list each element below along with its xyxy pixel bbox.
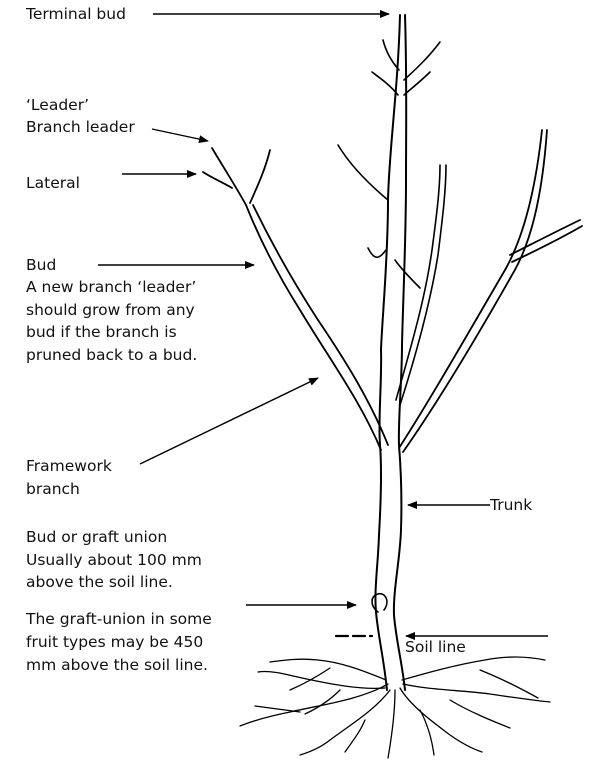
label-bud-note-1: A new branch ‘leader’ [26, 276, 196, 299]
label-graft-union-3: above the soil line. [26, 571, 173, 594]
left-framework-branch [203, 148, 388, 450]
label-graft-note-3: mm above the soil line. [26, 654, 208, 677]
arrow-branch-leader [152, 129, 208, 141]
arrow-framework-branch [140, 378, 318, 464]
label-soil-line: Soil line [405, 636, 466, 659]
label-leader-quote: ‘Leader’ [26, 94, 89, 117]
label-graft-note-2: fruit types may be 450 [26, 631, 203, 654]
label-bud-note-3: bud if the branch is [26, 321, 177, 344]
label-framework-2: branch [26, 478, 80, 501]
tree-illustration [203, 15, 582, 758]
label-graft-note-1: The graft-union in some [26, 608, 212, 631]
label-trunk: Trunk [490, 494, 532, 517]
label-terminal-bud: Terminal bud [26, 3, 126, 26]
right-framework-branch [399, 130, 582, 452]
label-graft-union-1: Bud or graft union [26, 526, 167, 549]
label-framework-1: Framework [26, 455, 112, 478]
label-bud-note-4: pruned back to a bud. [26, 344, 197, 367]
label-branch-leader: Branch leader [26, 116, 135, 139]
label-lateral: Lateral [26, 172, 80, 195]
label-bud: Bud [26, 254, 56, 277]
label-bud-note-2: should grow from any [26, 299, 195, 322]
root-system [240, 657, 550, 758]
graft-union-shape [372, 594, 387, 612]
trunk-shape [375, 15, 406, 690]
label-graft-union-2: Usually about 100 mm [26, 549, 202, 572]
